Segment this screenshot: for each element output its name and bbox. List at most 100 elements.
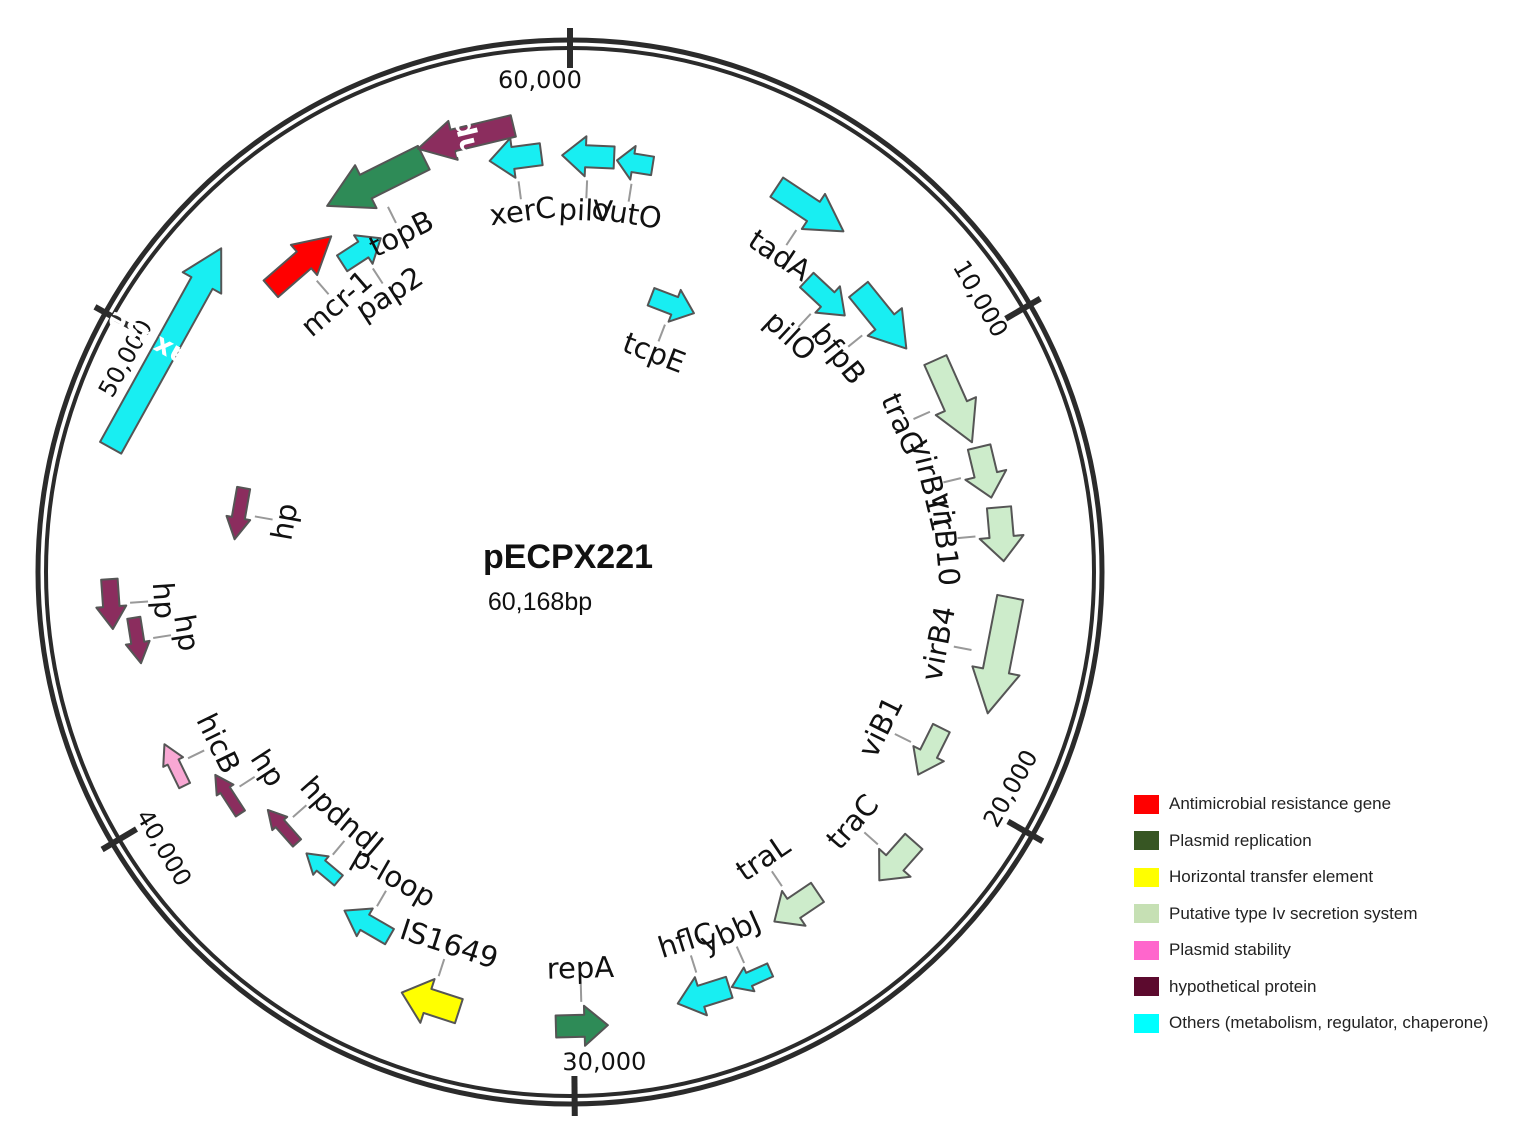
label-connector — [735, 946, 745, 964]
gene-arrow — [878, 832, 924, 882]
label-connector — [437, 958, 446, 977]
legend-label: Others (metabolism, regulator, chaperone… — [1169, 1013, 1489, 1033]
legend-label: Antimicrobial resistance gene — [1169, 794, 1392, 814]
gene-arrow — [923, 354, 977, 444]
gene-arrow — [95, 577, 128, 631]
legend-swatch — [1134, 977, 1159, 997]
label-connector — [187, 749, 205, 760]
gene-arrow — [400, 978, 464, 1025]
gene-label: hp — [244, 743, 293, 792]
gene-arrow — [978, 505, 1025, 563]
label-connector — [847, 334, 863, 348]
gene-arrow — [964, 443, 1008, 499]
legend-item: Plasmid replication — [1134, 823, 1534, 860]
gene-arrow — [343, 907, 395, 946]
gene-label: IS1649 — [396, 912, 502, 975]
legend-item: Horizontal transfer element — [1134, 859, 1534, 896]
label-connector — [387, 206, 397, 224]
label-connector — [292, 804, 308, 818]
gene-arrow — [971, 593, 1025, 715]
gene-arrow — [615, 145, 656, 181]
gene-label: xerC — [487, 190, 557, 232]
gene-label: tadA — [742, 222, 817, 288]
gene-arrow — [225, 485, 252, 541]
gene-arrow — [773, 881, 825, 927]
gene-arrow — [730, 962, 775, 993]
legend-item: hypothetical protein — [1134, 969, 1534, 1006]
gene-arrow — [798, 271, 846, 317]
legend-swatch — [1134, 794, 1159, 814]
legend-item: Others (metabolism, regulator, chaperone… — [1134, 1005, 1534, 1042]
gene-arrow — [326, 144, 431, 210]
tick-mark — [1006, 818, 1045, 844]
label-connector — [254, 515, 273, 521]
label-connector — [332, 840, 346, 856]
gene-label: traC — [819, 788, 885, 856]
legend-label: Plasmid stability — [1169, 940, 1291, 960]
tick-label: 10,000 — [947, 255, 1013, 342]
label-connector — [376, 890, 387, 907]
label-connectors — [130, 180, 976, 1002]
label-connector — [771, 870, 783, 887]
gene-arrow — [488, 137, 544, 179]
gene-arrow — [554, 1004, 609, 1047]
tick-mark — [93, 304, 132, 330]
gene-arrow — [676, 975, 734, 1017]
gene-arrow — [214, 773, 246, 818]
plasmid-length: 60,168bp — [488, 588, 592, 616]
legend-swatch — [1134, 867, 1159, 887]
label-connector — [517, 181, 522, 200]
gene-arrow — [417, 114, 517, 161]
gene-arrow — [912, 722, 951, 776]
gene-arrows — [95, 114, 1025, 1047]
gene-label: virB10 — [925, 491, 967, 588]
gene-arrow — [646, 287, 695, 323]
legend-label: hypothetical protein — [1169, 976, 1317, 996]
label-connector — [239, 775, 256, 788]
label-connector — [316, 280, 330, 295]
gene-label: virB4 — [914, 603, 962, 684]
gene-arrow — [266, 808, 303, 848]
gene-arrow — [561, 135, 616, 178]
gene-label: viB1 — [851, 691, 910, 763]
gene-label: outO — [589, 191, 664, 236]
gene-label: bfpB — [805, 318, 874, 391]
tick-label: 40,000 — [130, 805, 197, 892]
label-connector — [913, 410, 931, 420]
label-connector — [130, 600, 149, 604]
legend-item: Putative type Iv secretion system — [1134, 896, 1534, 933]
tick-mark — [1004, 296, 1042, 322]
label-connector — [372, 267, 384, 285]
legend-swatch — [1134, 831, 1159, 851]
plasmid-name: pECPX221 — [483, 538, 653, 576]
legend-swatch — [1134, 904, 1159, 924]
gene-arrow — [262, 235, 333, 299]
legend-label: Plasmid replication — [1169, 830, 1312, 850]
label-connector — [894, 733, 912, 743]
tick-mark — [100, 826, 139, 853]
gene-label: hp — [167, 612, 206, 654]
gene-label: topB — [364, 203, 440, 264]
gene-arrow — [124, 615, 151, 665]
gene-label: traL — [730, 828, 796, 888]
legend-swatch — [1134, 1013, 1159, 1033]
tick-label: 60,000 — [498, 66, 582, 94]
legend-swatch — [1134, 940, 1159, 960]
gene-label: hp — [264, 501, 304, 543]
gene-arrow — [305, 852, 344, 887]
gene-label: tcpE — [618, 325, 690, 380]
tick-label: 30,000 — [562, 1047, 646, 1076]
gene-arrow — [336, 234, 382, 273]
gene-arrow — [99, 247, 223, 455]
label-connector — [957, 535, 976, 540]
label-connector — [863, 831, 879, 846]
label-connector — [689, 955, 698, 973]
label-connector — [797, 313, 812, 328]
gene-label: repA — [546, 950, 614, 986]
gene-arrow — [162, 743, 192, 790]
gene-arrow — [848, 280, 908, 350]
label-connector — [153, 634, 172, 640]
gene-label: hp — [146, 581, 182, 620]
legend-item: Plasmid stability — [1134, 932, 1534, 969]
